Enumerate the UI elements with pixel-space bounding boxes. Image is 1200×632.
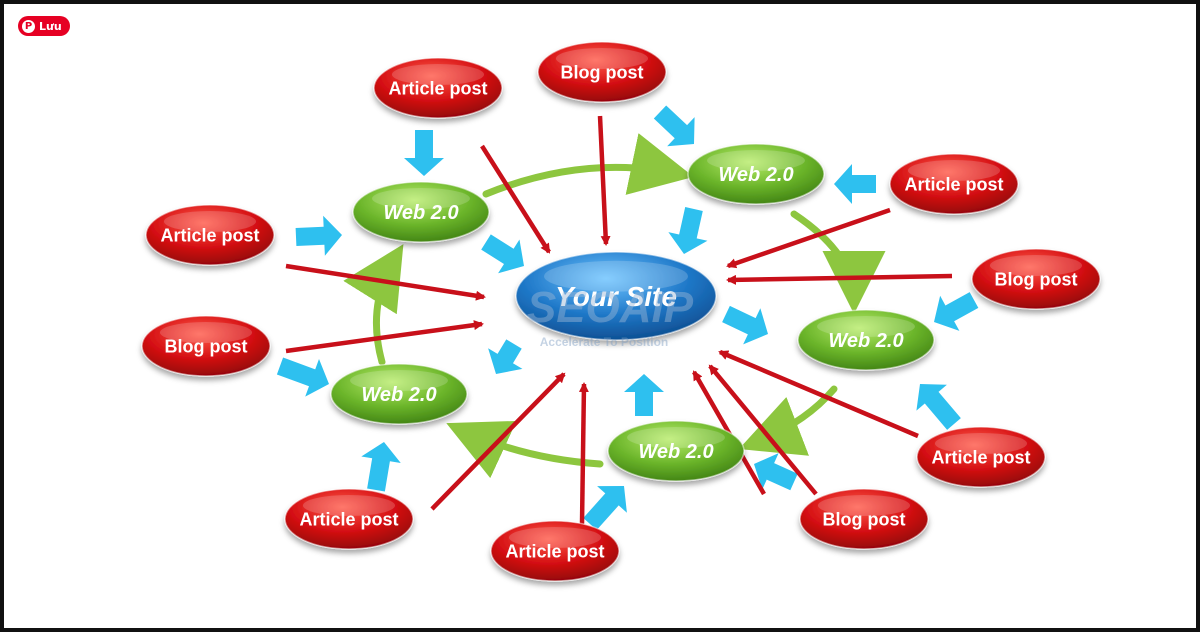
cycle-arrow-5	[343, 244, 404, 366]
feed-arrow-14	[488, 339, 523, 374]
feed-arrow-13	[722, 305, 768, 345]
web20-node-4: Web 2.0	[330, 363, 468, 425]
web20-node-3: Web 2.0	[797, 309, 935, 371]
post-node-1: Article post	[373, 57, 503, 119]
web20-node-5-label: Web 2.0	[638, 441, 713, 463]
post-node-9: Article post	[284, 488, 414, 550]
link-arrow-7	[718, 349, 919, 439]
save-button[interactable]: P Lưu	[18, 16, 70, 36]
web20-node-2-label: Web 2.0	[718, 164, 793, 186]
watermark-logo: SEOAIP	[527, 283, 694, 332]
post-node-4-label: Article post	[904, 174, 1003, 194]
feed-arrow-8	[754, 453, 798, 491]
post-node-8: Blog post	[799, 488, 929, 550]
link-arrow-6	[726, 273, 953, 285]
cycle-arrow-1	[482, 133, 694, 198]
watermark-tagline: Accelerate To Position	[540, 335, 668, 349]
post-node-7-label: Article post	[931, 447, 1030, 467]
post-node-2-label: Blog post	[561, 62, 644, 82]
feed-arrow-9	[361, 442, 401, 492]
link-arrow-9	[430, 372, 566, 511]
post-node-6-label: Blog post	[165, 336, 248, 356]
feed-arrow-11	[668, 207, 708, 254]
post-node-10-label: Article post	[505, 541, 604, 561]
web20-node-3-label: Web 2.0	[828, 330, 903, 352]
feed-arrow-10	[583, 486, 627, 531]
feed-arrow-15	[624, 374, 664, 416]
post-node-3: Article post	[145, 204, 275, 266]
post-node-5-label: Blog post	[995, 269, 1078, 289]
link-arrow-1	[480, 144, 551, 254]
cycle-arrow-2	[790, 210, 886, 314]
post-node-7: Article post	[916, 426, 1046, 488]
feed-arrow-5	[934, 292, 979, 331]
post-node-1-label: Article post	[388, 78, 487, 98]
link-arrow-3	[285, 263, 486, 301]
pinterest-icon: P	[22, 19, 35, 33]
post-node-3-label: Article post	[160, 225, 259, 245]
feed-arrow-6	[276, 357, 329, 397]
link-arrow-4	[285, 320, 484, 354]
link-arrow-10	[578, 382, 589, 525]
center-node-your-site: Your Site	[515, 251, 717, 341]
web20-node-2: Web 2.0	[687, 143, 825, 205]
post-node-10: Article post	[490, 520, 620, 582]
link-arrow-8	[708, 364, 818, 496]
post-node-4: Article post	[889, 153, 1019, 215]
diagram-canvas: P Lưu	[4, 4, 1196, 628]
web20-node-1: Web 2.0	[352, 181, 490, 243]
save-button-label: Lưu	[39, 19, 62, 33]
feed-arrow-2	[653, 105, 695, 147]
center-node-your-site-label: Your Site	[555, 281, 677, 312]
feed-arrow-1	[404, 130, 444, 176]
post-node-5: Blog post	[971, 248, 1101, 310]
feed-arrow-4	[834, 164, 876, 204]
post-node-6: Blog post	[141, 315, 271, 377]
post-node-8-label: Blog post	[823, 509, 906, 529]
feed-arrow-7	[916, 384, 961, 430]
link-arrow-5	[726, 207, 891, 269]
feed-arrow-3	[295, 215, 342, 256]
post-node-2: Blog post	[537, 41, 667, 103]
feed-arrow-12	[481, 234, 524, 274]
web20-node-4-label: Web 2.0	[361, 384, 436, 406]
web20-node-1-label: Web 2.0	[383, 202, 458, 224]
web20-node-5: Web 2.0	[607, 420, 745, 482]
link-arrow-2	[597, 115, 611, 246]
post-node-9-label: Article post	[299, 509, 398, 529]
